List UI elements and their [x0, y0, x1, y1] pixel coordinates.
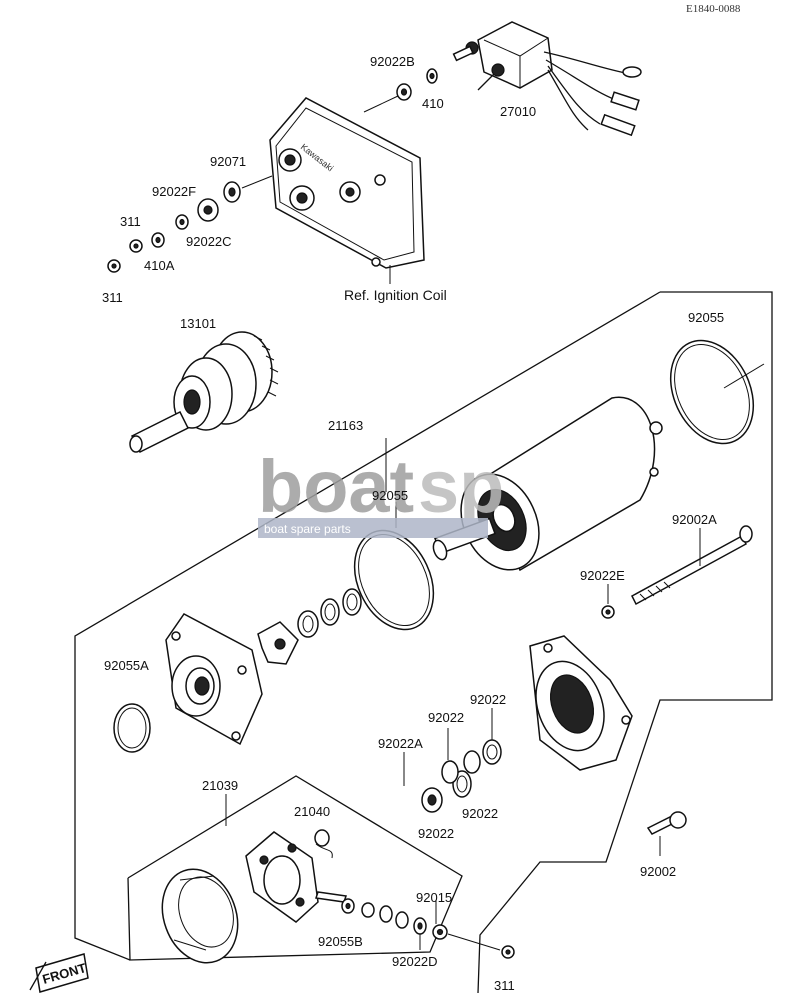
nut-311-lower — [107, 259, 121, 273]
watermark: boat sp boat spare parts — [258, 445, 504, 538]
part-labels: 92022B 410 27010 92071 92022F 311 92022C… — [102, 54, 724, 993]
washer-92022E — [601, 605, 615, 619]
label-92055B: 92055B — [318, 934, 363, 949]
label-92022A: 92022A — [378, 736, 423, 751]
ignition-coil-cover: Kawasaki — [269, 97, 425, 269]
through-bolt-92002A — [631, 525, 753, 606]
o-ring-92055-top — [669, 339, 765, 445]
washer-stack-front — [297, 588, 362, 638]
washer-92022F — [175, 214, 189, 230]
nut-311-upper — [129, 239, 143, 253]
brush-plate-subassembly-boundary — [127, 775, 463, 961]
assembly-boundary — [74, 291, 773, 993]
label-21039: 21039 — [202, 778, 238, 793]
label-92022-r3: 92022 — [462, 806, 498, 821]
label-92055-middle: 92055 — [372, 488, 408, 503]
nut-311-bottom — [501, 945, 515, 959]
label-92022D: 92022D — [392, 954, 438, 969]
brush-plate-21039 — [245, 831, 347, 923]
watermark-text-right: sp — [418, 445, 504, 528]
label-21040: 21040 — [294, 804, 330, 819]
front-direction-marker: FRONT — [29, 953, 89, 993]
label-92015: 92015 — [416, 890, 452, 905]
label-410A: 410A — [144, 258, 175, 273]
o-ring-92055A — [113, 703, 151, 753]
label-13101: 13101 — [180, 316, 216, 331]
starter-clutch-13101 — [129, 331, 279, 454]
label-92055-top: 92055 — [688, 310, 724, 325]
label-92022F: 92022F — [152, 184, 196, 199]
solenoid-27010 — [452, 21, 642, 137]
label-92022-r2: 92022 — [428, 710, 464, 725]
label-92022C: 92022C — [186, 234, 232, 249]
drawing-code: E1840-0088 — [686, 3, 741, 15]
label-92022E: 92022E — [580, 568, 625, 583]
washer-410 — [426, 68, 438, 84]
label-92002: 92002 — [640, 864, 676, 879]
brush-holder-shell — [161, 868, 239, 964]
washer-92055B — [341, 898, 355, 914]
bushing-92022C — [197, 198, 219, 222]
label-92055A: 92055A — [104, 658, 149, 673]
bearing-retainer — [257, 621, 299, 665]
nut-92015 — [432, 924, 448, 940]
label-311-upper: 311 — [120, 214, 141, 229]
watermark-text-left: boat — [258, 445, 414, 528]
reference-note: Ref. Ignition Coil — [344, 287, 447, 303]
label-92022-r1: 92022 — [470, 692, 506, 707]
washer-row-bottom — [361, 902, 427, 935]
rear-end-housing — [529, 635, 633, 771]
washer-stack-rear — [421, 739, 502, 813]
label-410: 410 — [422, 96, 444, 111]
label-311-bottom: 311 — [494, 978, 515, 993]
washer-92022B — [396, 83, 412, 101]
label-92022B: 92022B — [370, 54, 415, 69]
watermark-tagline: boat spare parts — [264, 522, 351, 536]
brush-spring-21040 — [314, 829, 333, 859]
front-bracket — [165, 613, 263, 746]
label-92002A: 92002A — [672, 512, 717, 527]
label-27010: 27010 — [500, 104, 536, 119]
bolt-92002 — [646, 811, 687, 856]
grommet-92071 — [223, 181, 241, 203]
label-92071: 92071 — [210, 154, 246, 169]
label-311-lower: 311 — [102, 290, 123, 305]
label-92022-r4: 92022 — [418, 826, 454, 841]
lock-washer-410A — [151, 232, 165, 248]
label-21163: 21163 — [328, 418, 363, 433]
